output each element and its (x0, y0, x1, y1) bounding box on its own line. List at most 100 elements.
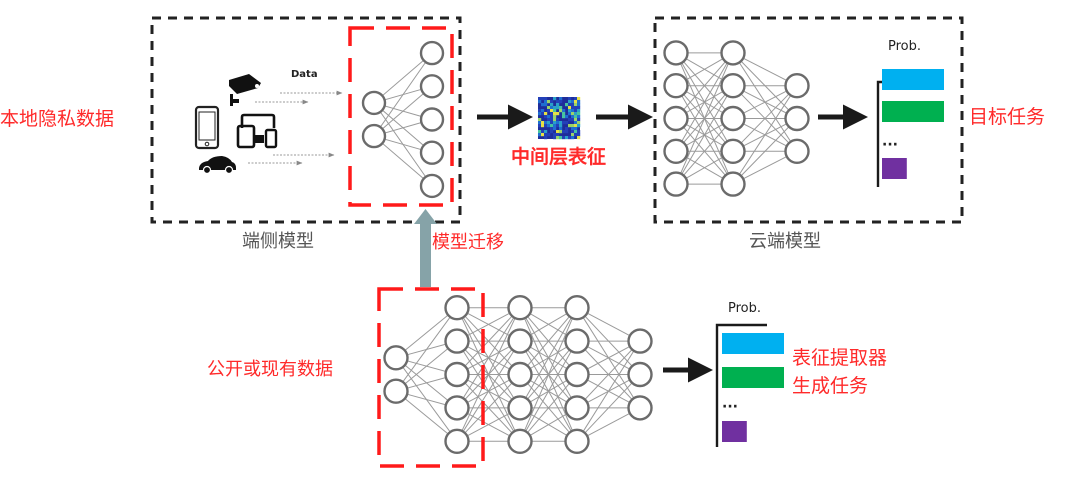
heatmap-cell (559, 100, 563, 104)
output-bar-class-2 (722, 367, 784, 388)
heatmap-cell (553, 127, 557, 131)
heatmap-cell (574, 127, 578, 131)
edge-model-label: 端侧模型 (242, 231, 314, 252)
heatmap-cell (574, 103, 578, 107)
heatmap-cell (571, 115, 575, 119)
extractor-network-neuron-layer3 (507, 328, 533, 354)
cloud-network-connection (675, 118, 734, 185)
heatmap-cell (574, 100, 578, 104)
model-transfer-label: 模型迁移 (432, 232, 504, 253)
extractor-network-neuron-layer5 (627, 361, 653, 388)
heatmap-cell (559, 130, 563, 134)
heatmap-cell (574, 130, 578, 134)
heatmap-cell (577, 112, 581, 116)
heatmap-cell (568, 112, 572, 116)
target-task-output-chart (876, 69, 944, 187)
heatmap-cell (544, 130, 548, 134)
extractor-network-neuron-layer4 (564, 328, 590, 354)
heatmap-cell (550, 112, 554, 116)
heatmap-cell (571, 118, 575, 122)
output-bar-class-n (882, 158, 907, 179)
camera-icon (229, 74, 261, 106)
extractor-network-connection (519, 307, 578, 442)
heatmap-cell (577, 109, 581, 113)
extractor-network-neuron-layer2 (444, 428, 470, 454)
extractor-network-connection (456, 307, 521, 409)
extractor-network-connection (456, 307, 521, 442)
heatmap-cell (559, 106, 563, 110)
heatmap-cell (550, 115, 554, 119)
extractor-task-output-chart (715, 323, 784, 447)
heatmap-cell (553, 97, 557, 101)
ellipsis-top: ··· (882, 137, 898, 153)
extractor-network-connection (395, 340, 458, 392)
heatmap-cell (556, 106, 560, 110)
heatmap-cell (544, 136, 548, 140)
heatmap-cell (541, 97, 545, 101)
cloud-network-connection (732, 118, 798, 185)
heatmap-cell (556, 124, 560, 128)
heatmap-cell (541, 130, 545, 134)
extractor-network-connection (456, 374, 521, 442)
edge-network-neuron-layer1 (361, 90, 387, 116)
edge-network-neuron-layer2 (419, 74, 445, 99)
heatmap-cell (565, 127, 569, 131)
cloud-network-neuron-layer3 (784, 138, 810, 165)
heatmap-cell (541, 103, 545, 107)
cloud-network-neuron-layer2 (720, 72, 746, 99)
heatmap-cell (547, 118, 551, 122)
heatmap-cell (556, 118, 560, 122)
heatmap-cell (571, 100, 575, 104)
extractor-network-connection (456, 307, 521, 375)
network-nodes (361, 40, 810, 454)
cloud-network-neuron-layer1 (663, 138, 689, 165)
heatmap-cell (574, 124, 578, 128)
heatmap-cell (553, 112, 557, 116)
heatmap-cell (550, 103, 554, 107)
heatmap-cell (571, 130, 575, 134)
extractor-network-neuron-layer4 (564, 361, 590, 388)
heatmap-cell (541, 124, 545, 128)
heatmap-cell (556, 136, 560, 140)
extractor-network-connection (576, 340, 641, 442)
heatmap-cell (559, 109, 563, 113)
heatmap-cell (553, 124, 557, 128)
heatmap-cell (574, 121, 578, 125)
intermediate-representation-heatmap (538, 97, 581, 140)
cloud-network-connection (675, 52, 734, 119)
heatmap-cell (568, 106, 572, 110)
edge-network-neuron-layer2 (419, 107, 445, 132)
model-transfer-arrow (414, 209, 437, 287)
heatmap-cell (562, 109, 566, 113)
heatmap-cell (544, 115, 548, 119)
cloud-network-neuron-layer1 (663, 171, 689, 197)
cloud-network-neuron-layer1 (663, 72, 689, 99)
edge-model-box (150, 16, 462, 224)
heatmap-cell (556, 121, 560, 125)
cloud-network-neuron-layer1 (663, 40, 689, 66)
heatmap-cell (571, 109, 575, 113)
heatmap-cell (538, 133, 542, 137)
heatmap-cell (571, 124, 575, 128)
cloud-network-connection (732, 85, 798, 152)
heatmap-cell (562, 121, 566, 125)
extractor-network-neuron-layer2 (444, 361, 470, 388)
heatmap-cell (565, 121, 569, 125)
extractor-network-connection (576, 340, 641, 409)
extractor-network-neuron-layer3 (507, 295, 533, 321)
cloud-model-box (653, 16, 964, 224)
target-task-label: 目标任务 (969, 106, 1046, 128)
car-icon (199, 156, 236, 175)
heatmap-cell (538, 124, 542, 128)
extractor-network-connection (519, 307, 578, 375)
pretrained-extractor-highlight-box (377, 287, 485, 468)
edge-network-connection (373, 135, 433, 187)
heatmap-cell (559, 127, 563, 131)
extractor-network-neuron-layer5 (627, 395, 653, 421)
heatmap-cell (559, 124, 563, 128)
edge-network-connection (373, 52, 433, 104)
heatmap-cell (559, 121, 563, 125)
heatmap-cell (544, 112, 548, 116)
output-axis (715, 323, 767, 447)
heatmap-cell (568, 103, 572, 107)
